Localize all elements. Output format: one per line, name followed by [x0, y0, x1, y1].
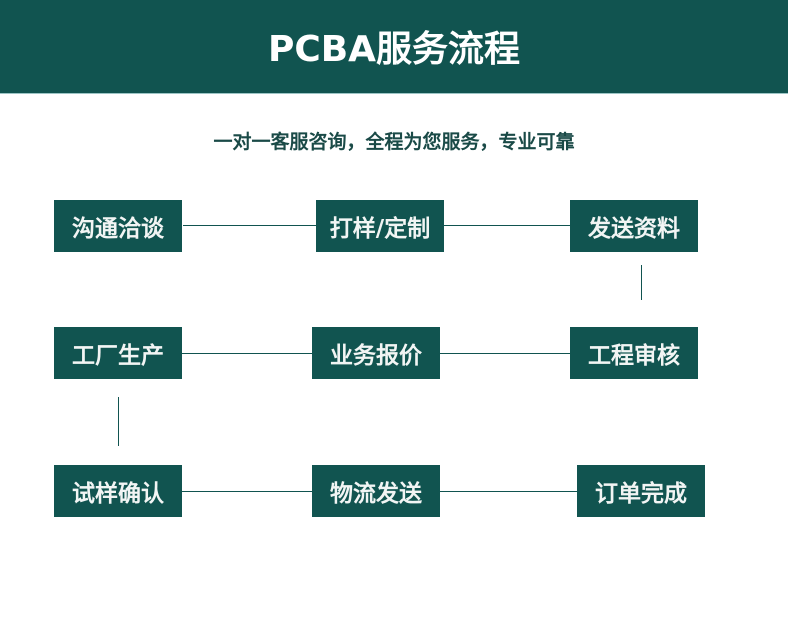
connector-line [182, 353, 312, 354]
step-communicate: 沟通洽谈 [54, 200, 182, 252]
step-order-complete: 订单完成 [577, 465, 705, 517]
connector-line [183, 225, 316, 226]
connector-line [444, 225, 570, 226]
step-quotation: 业务报价 [312, 327, 440, 379]
connector-line [641, 265, 642, 300]
step-production: 工厂生产 [54, 327, 182, 379]
connector-line [182, 491, 312, 492]
connector-line [118, 397, 119, 446]
step-send-files: 发送资料 [570, 200, 698, 252]
connector-line [440, 491, 577, 492]
step-sample-custom: 打样/定制 [316, 200, 444, 252]
header-banner: PCBA服务流程 [0, 0, 788, 94]
page-title: PCBA服务流程 [267, 29, 521, 70]
connector-line [440, 353, 570, 354]
step-engineering-review: 工程审核 [570, 327, 698, 379]
step-sample-confirm: 试样确认 [54, 465, 182, 517]
subtitle: 一对一客服咨询，全程为您服务，专业可靠 [213, 131, 575, 153]
step-logistics: 物流发送 [312, 465, 440, 517]
